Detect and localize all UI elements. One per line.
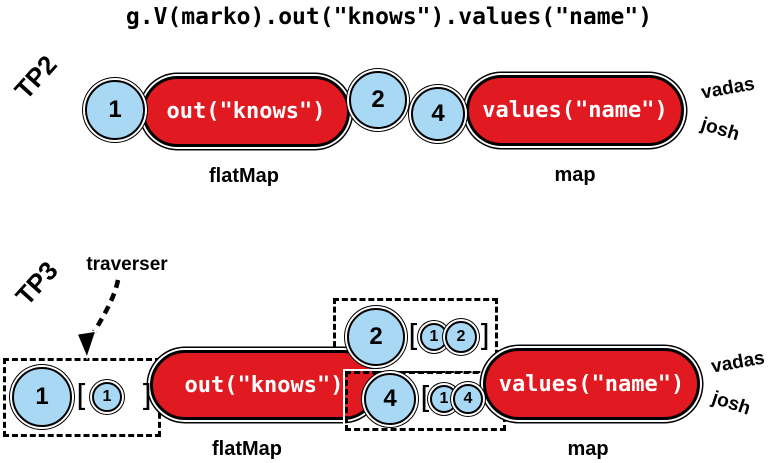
tp3-box4-main-circle: 4 [364,373,416,425]
tp3-input-bulk-circle: 1 [92,382,122,412]
tp3-input-main-circle: 1 [12,367,72,427]
tp3-box2-open-bracket: [ [404,319,423,354]
tp3-box2-close-bracket: ] [476,319,495,354]
tp3-box4-bulk-circle-4: 4 [453,384,483,414]
tp3-label: TP3 [9,255,64,311]
tp3-box2-bulk-circle-1: 1 [420,323,448,351]
tp2-mid-circle-2: 2 [349,71,407,129]
tp2-output-josh: josh [698,113,742,146]
tp2-label: TP2 [8,49,63,105]
tp2-start-circle: 1 [85,80,145,140]
tp2-step-values-name-pill: values("name") [466,75,684,146]
tp3-step-out-knows-pill: out("knows") [150,350,378,420]
tp3-input-close-bracket: ] [138,379,157,414]
tp3-flatmap-label: flatMap [212,438,282,460]
gremlin-query-title: g.V(marko).out("knows").values("name") [125,4,653,30]
tp3-output-vadas: vadas [709,347,767,378]
tp2-step-out-knows-pill: out("knows") [142,76,350,147]
traverser-annotation: traverser [86,254,168,275]
traverser-arrow [75,279,121,361]
tp2-map-label: map [554,164,596,186]
tp3-box4-bulk-circle-1: 1 [430,385,458,413]
tp3-map-label: map [567,438,609,460]
tp2-mid-circle-4: 4 [411,87,465,141]
tp2-output-vadas: vadas [699,73,757,104]
tp3-step-values-name-pill: values("name") [483,348,700,420]
tp2-flatmap-label: flatMap [209,165,279,187]
tp3-box4-open-bracket: [ [416,381,435,416]
tp3-box2-main-circle: 2 [347,308,405,366]
tp3-output-josh: josh [709,387,753,420]
tp3-input-open-bracket: [ [72,379,91,414]
tp3-box2-bulk-circle-2: 2 [445,321,477,353]
